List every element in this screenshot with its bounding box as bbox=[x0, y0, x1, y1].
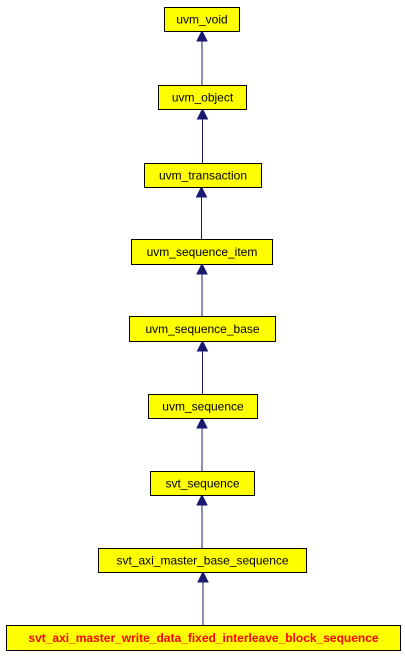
arrowhead-icon bbox=[196, 416, 208, 429]
class-node-uvm-void[interactable]: uvm_void bbox=[164, 7, 240, 32]
class-node-box bbox=[6, 625, 401, 651]
class-node-label: svt_axi_master_base_sequence bbox=[116, 554, 288, 568]
class-node-label: uvm_sequence bbox=[162, 400, 244, 414]
class-node-svt-sequence[interactable]: svt_sequence bbox=[150, 471, 255, 496]
arrowhead-icon bbox=[196, 29, 208, 42]
edges-group bbox=[195, 29, 209, 625]
class-node-label: uvm_void bbox=[176, 13, 227, 27]
class-node-svt-axi-master-base-sequence[interactable]: svt_axi_master_base_sequence bbox=[98, 548, 307, 573]
class-node-box bbox=[129, 316, 276, 342]
class-node-box bbox=[131, 239, 273, 265]
arrowhead-icon bbox=[196, 339, 209, 352]
arrowhead-icon bbox=[197, 570, 209, 583]
class-node-label: uvm_sequence_base bbox=[145, 322, 259, 336]
class-node-box bbox=[150, 471, 255, 496]
class-node-box bbox=[144, 163, 262, 188]
arrowhead-icon bbox=[196, 107, 209, 120]
class-node-box bbox=[164, 7, 240, 32]
class-node-box bbox=[158, 85, 247, 110]
class-node-uvm-transaction[interactable]: uvm_transaction bbox=[144, 163, 262, 188]
nodes-group: uvm_void uvm_object uvm_transaction uvm_seq… bbox=[6, 7, 401, 651]
class-node-uvm-object[interactable]: uvm_object bbox=[158, 85, 247, 110]
arrowhead-icon bbox=[195, 185, 208, 198]
class-node-box bbox=[148, 394, 258, 419]
class-node-svt-axi-master-write-data-fixed-interleave-block-sequence[interactable]: svt_axi_master_write_data_fixed_interlea… bbox=[6, 625, 401, 651]
arrowhead-icon bbox=[196, 262, 208, 275]
class-node-label: uvm_object bbox=[172, 91, 234, 105]
class-node-uvm-sequence[interactable]: uvm_sequence bbox=[148, 394, 258, 419]
class-node-label: uvm_transaction bbox=[159, 169, 247, 183]
class-node-uvm-sequence-item[interactable]: uvm_sequence_item bbox=[131, 239, 273, 265]
class-node-box bbox=[98, 548, 307, 573]
class-node-label: svt_axi_master_write_data_fixed_interlea… bbox=[28, 631, 379, 645]
class-node-uvm-sequence-base[interactable]: uvm_sequence_base bbox=[129, 316, 276, 342]
class-node-label: svt_sequence bbox=[165, 477, 239, 491]
class-node-label: uvm_sequence_item bbox=[147, 245, 258, 259]
arrowhead-icon bbox=[196, 493, 208, 506]
